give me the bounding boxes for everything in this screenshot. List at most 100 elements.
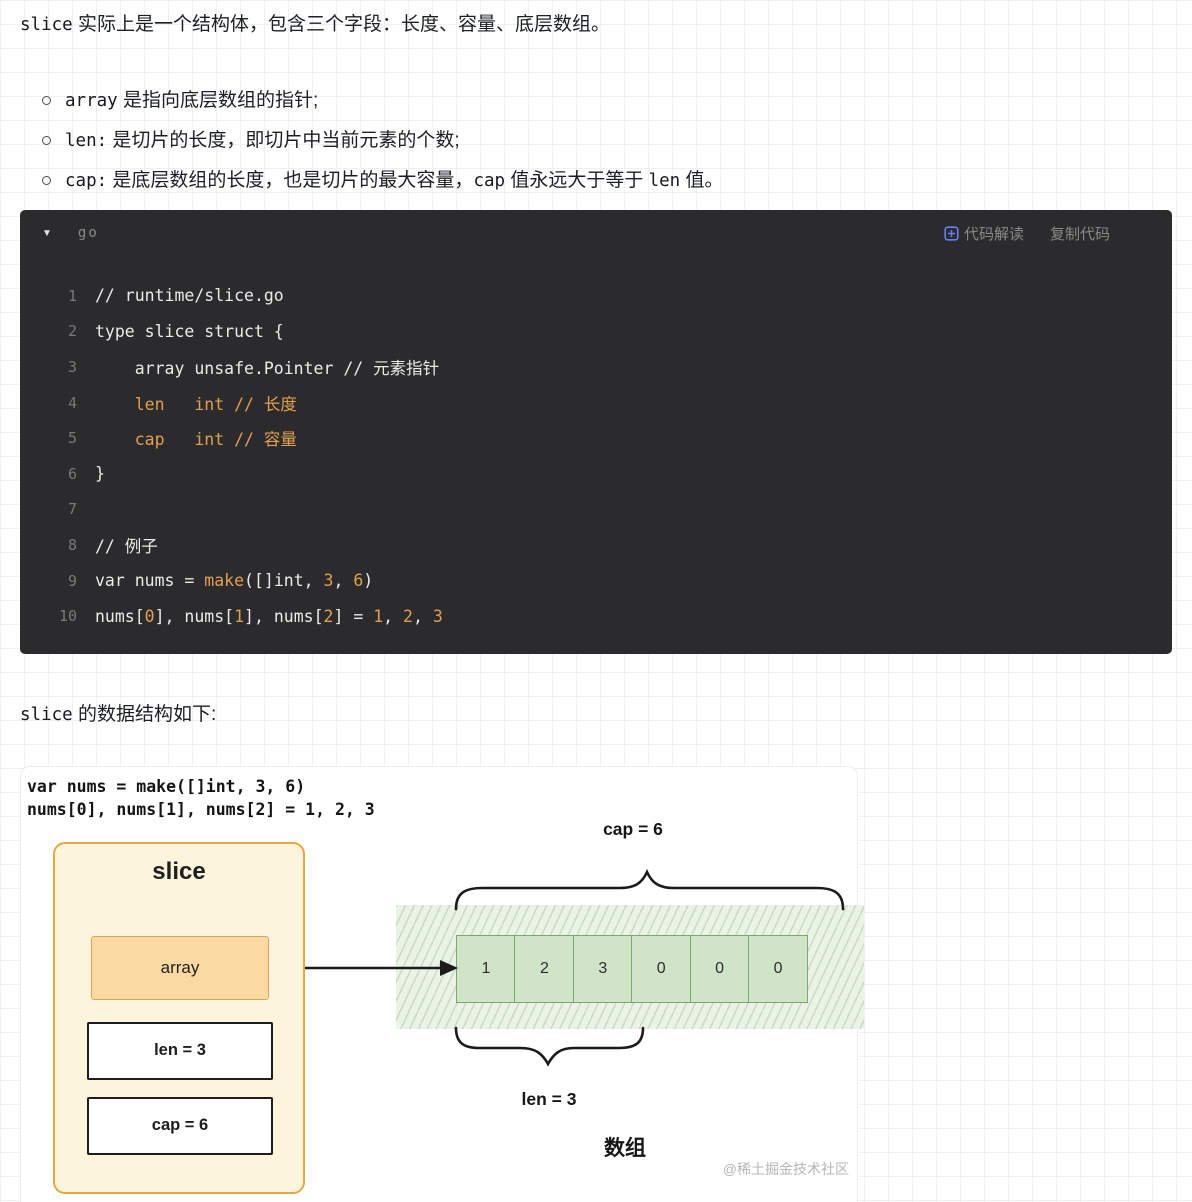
code-line: 3 array unsafe.Pointer // 元素指针	[20, 349, 1172, 385]
collapse-caret-icon[interactable]: ▼	[42, 227, 52, 239]
code-token: make	[204, 571, 245, 591]
text-run: 是底层数组的长度，也是切片的最大容量，	[107, 170, 474, 191]
bullet-item: cap: 是底层数组的长度，也是切片的最大容量，cap 值永远大于等于 len …	[42, 166, 1172, 196]
code-token: type slice struct {	[95, 321, 284, 341]
code-lines: 1 // runtime/slice.go 2 type slice struct {…	[20, 256, 1172, 654]
len-brace	[454, 1026, 645, 1067]
cap-brace-label: cap = 6	[603, 818, 663, 839]
slice-struct-box: slice array len = 3 cap = 6	[53, 841, 305, 1194]
code-text: array unsafe.Pointer // 元素指针	[95, 355, 439, 379]
diagram-code-line2: nums[0], nums[1], nums[2] = 1, 2, 3	[27, 799, 375, 819]
code-explain-button[interactable]: 代码解读	[944, 223, 1024, 244]
bullet-list: array 是指向底层数组的指针; len: 是切片的长度，即切片中当前元素的个数…	[20, 86, 1172, 196]
code-text: type slice struct {	[95, 322, 284, 341]
cap-field-box: cap = 6	[87, 1096, 273, 1155]
line-number: 1	[67, 286, 77, 305]
line-number: 9	[67, 571, 77, 590]
line-number: 5	[67, 429, 77, 448]
cap-brace	[454, 868, 845, 911]
code-token: 2	[323, 606, 334, 626]
inline-code: array	[65, 91, 118, 111]
code-token: 1	[373, 606, 384, 626]
code-token: 3	[323, 571, 334, 591]
bullet-text: cap: 是底层数组的长度，也是切片的最大容量，cap 值永远大于等于 len …	[65, 166, 724, 196]
slice-diagram: var nums = make([]int, 3, 6) nums[0], nu…	[20, 765, 864, 1202]
code-language-label: go	[77, 225, 99, 241]
ai-badge-icon	[944, 225, 959, 241]
line-number: 2	[67, 322, 77, 341]
inline-code: len:	[65, 131, 108, 151]
array-cell: 1	[456, 934, 516, 1003]
code-text: len int // 长度	[95, 391, 297, 415]
bullet-item: len: 是切片的长度，即切片中当前元素的个数;	[42, 126, 1172, 156]
text-run: 实际上是一个结构体，包含三个字段：长度、容量、底层数组。	[72, 14, 610, 35]
bullet-marker-icon	[42, 96, 51, 105]
array-field-box: array	[91, 935, 269, 1000]
code-token: ,	[412, 606, 433, 626]
slice-title: slice	[152, 857, 206, 885]
len-field-box: len = 3	[87, 1021, 273, 1080]
code-block-header: ▼ go 代码解读 复制代码	[20, 210, 1172, 256]
code-line: 9 var nums = make([]int, 3, 6)	[20, 563, 1172, 599]
watermark: @稀土掘金技术社区	[722, 1160, 849, 1177]
code-token: 6	[353, 571, 364, 591]
code-line: 8 // 例子	[20, 527, 1172, 563]
text-run: 是切片的长度，即切片中当前元素的个数;	[107, 130, 460, 151]
code-line: 6}	[20, 456, 1172, 492]
intro-paragraph: slice 实际上是一个结构体，包含三个字段：长度、容量、底层数组。	[20, 0, 1172, 40]
code-text: // runtime/slice.go	[95, 286, 284, 305]
code-text: nums[0], nums[1], nums[2] = 1, 2, 3	[95, 607, 443, 626]
line-number: 3	[67, 357, 77, 376]
code-token: cap int // 容量	[95, 430, 297, 450]
inline-code: cap:	[65, 171, 108, 191]
array-cell: 3	[572, 934, 633, 1003]
code-line: 5 cap int // 容量	[20, 420, 1172, 456]
code-text: // 例子	[95, 533, 158, 557]
code-token: len int // 长度	[95, 394, 297, 414]
text-run: 是指向底层数组的指针;	[117, 90, 319, 111]
code-token: ], nums[	[154, 606, 235, 626]
inline-code: len	[648, 171, 681, 191]
bullet-text: array 是指向底层数组的指针;	[65, 86, 318, 116]
copy-code-button[interactable]: 复制代码	[1049, 225, 1110, 243]
underlying-array-band	[396, 904, 864, 1029]
code-token: ([]int,	[244, 571, 324, 591]
code-token: array unsafe.Pointer // 元素指针	[95, 358, 440, 378]
code-token: // runtime/slice.go	[95, 286, 284, 306]
code-token: var nums =	[95, 571, 205, 591]
line-number: 8	[67, 535, 77, 554]
code-explain-label: 代码解读	[963, 225, 1024, 243]
code-text: }	[95, 464, 105, 483]
len-brace-label: len = 3	[521, 1088, 577, 1109]
code-token: 3	[432, 606, 443, 626]
code-token: )	[363, 571, 374, 591]
line-number: 6	[67, 464, 77, 483]
array-cell: 0	[689, 934, 750, 1003]
text-run: 值永远大于等于	[505, 170, 649, 191]
code-token: ], nums[	[244, 606, 324, 626]
line-number: 10	[58, 607, 77, 626]
code-token: ,	[383, 606, 404, 626]
code-token: // 例子	[95, 536, 158, 556]
code-token: 0	[144, 606, 155, 626]
code-text: cap int // 容量	[95, 426, 297, 450]
code-text: var nums = make([]int, 3, 6)	[95, 571, 373, 590]
code-line: 4 len int // 长度	[20, 385, 1172, 421]
bullet-text: len: 是切片的长度，即切片中当前元素的个数;	[65, 126, 460, 156]
bullet-marker-icon	[42, 176, 51, 185]
diagram-code-line1: var nums = make([]int, 3, 6)	[27, 776, 306, 796]
array-cell: 0	[748, 934, 809, 1003]
line-number: 4	[67, 393, 77, 412]
code-token: ,	[333, 571, 354, 591]
code-token: 1	[234, 606, 245, 626]
inline-code: slice	[20, 15, 73, 35]
bullet-marker-icon	[42, 136, 51, 145]
array-title-label: 数组	[604, 1136, 646, 1160]
code-token: }	[95, 464, 105, 484]
code-header-actions: 代码解读 复制代码	[944, 223, 1110, 244]
bullet-item: array 是指向底层数组的指针;	[42, 86, 1172, 116]
